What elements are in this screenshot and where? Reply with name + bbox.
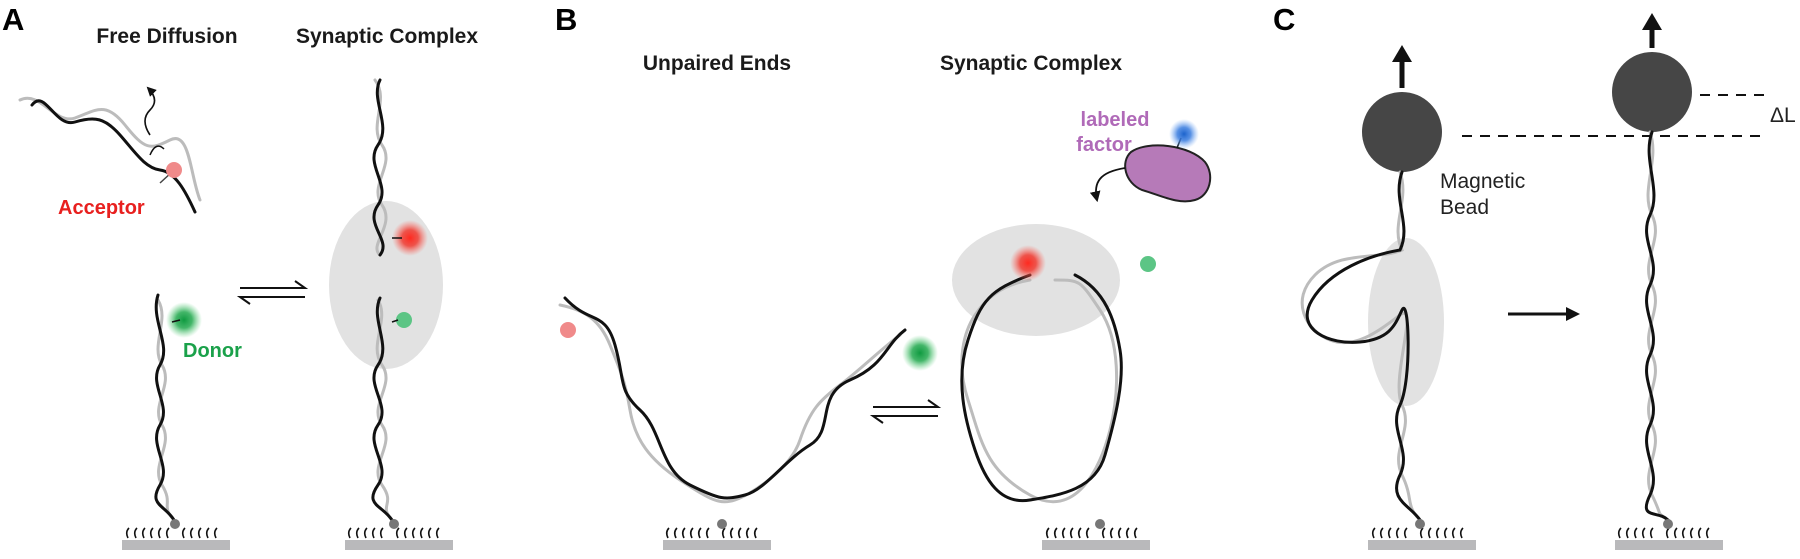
looped-tether bbox=[1300, 170, 1422, 522]
free-dna-fragment bbox=[18, 96, 202, 214]
extended-tether bbox=[1644, 130, 1670, 522]
donor-dye-complex bbox=[396, 312, 412, 328]
bead-label-line1: Magnetic bbox=[1440, 170, 1525, 193]
equilibrium-arrows-b bbox=[869, 399, 942, 424]
bead-label-line2: Bead bbox=[1440, 196, 1489, 219]
surface-b-right bbox=[1042, 519, 1150, 550]
donor-dye bbox=[166, 302, 202, 338]
synaptic-dna-column bbox=[371, 78, 394, 522]
acceptor-dye-unpaired bbox=[560, 322, 576, 338]
acceptor-dye-loop bbox=[1010, 245, 1046, 281]
donor-label: Donor bbox=[183, 340, 242, 362]
acceptor-dye-free bbox=[166, 162, 182, 178]
looped-dna bbox=[960, 273, 1123, 504]
surface-a-right bbox=[345, 519, 453, 550]
labeled-factor-protein bbox=[1124, 144, 1212, 203]
rotation-arrow bbox=[144, 86, 157, 136]
delta-l-guides bbox=[1462, 94, 1768, 137]
factor-binding-arrow bbox=[1089, 167, 1126, 203]
acceptor-dye-complex bbox=[392, 220, 428, 256]
tethered-dna-donor bbox=[154, 293, 176, 522]
acceptor-label: Acceptor bbox=[58, 197, 145, 219]
factor-label-line2: factor bbox=[1076, 134, 1132, 156]
surface-c-right bbox=[1615, 519, 1723, 550]
panel-c: C Magnetic Bead bbox=[1273, 2, 1796, 550]
panel-a-title-left: Free Diffusion bbox=[96, 25, 237, 48]
panel-c-letter: C bbox=[1273, 2, 1295, 37]
donor-dye-loop bbox=[1140, 256, 1156, 272]
factor-label-line1: labeled bbox=[1081, 109, 1150, 131]
unpaired-dna bbox=[558, 296, 907, 504]
panel-b-letter: B bbox=[555, 2, 577, 37]
panel-b: B Unpaired Ends Synaptic Complex bbox=[555, 2, 1212, 550]
panel-a-letter: A bbox=[2, 2, 24, 37]
magnetic-bead-right bbox=[1612, 52, 1692, 132]
panel-b-title-left: Unpaired Ends bbox=[643, 52, 791, 75]
surface-a-left bbox=[122, 519, 230, 550]
panel-a-title-right: Synaptic Complex bbox=[296, 25, 478, 48]
factor-dye bbox=[1169, 119, 1199, 149]
donor-dye-unpaired bbox=[902, 335, 938, 371]
panel-a: A Free Diffusion Synaptic Complex Accept… bbox=[2, 2, 478, 550]
magnetic-bead-left bbox=[1362, 92, 1442, 172]
panel-b-title-right: Synaptic Complex bbox=[940, 52, 1122, 75]
delta-l-label: ΔL bbox=[1770, 104, 1796, 127]
tumbling-arrow bbox=[149, 145, 165, 156]
equilibrium-arrows-a bbox=[236, 280, 309, 305]
surface-c-left bbox=[1368, 519, 1476, 550]
surface-b-left bbox=[663, 519, 771, 550]
synaptic-complex-shade-b bbox=[952, 224, 1120, 336]
